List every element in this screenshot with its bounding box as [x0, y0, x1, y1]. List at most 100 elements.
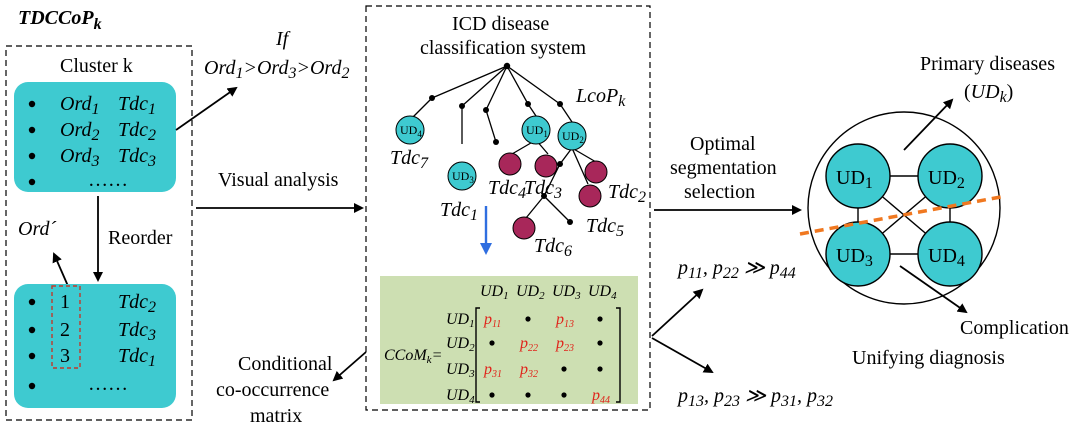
- reordered-num: 1: [60, 291, 70, 313]
- cluster-row-tdc: Tdc2: [118, 119, 156, 144]
- complication-label: Complication: [960, 317, 1069, 339]
- matrix-cell-dot: [597, 316, 603, 322]
- bullet: [28, 326, 36, 334]
- matrix-row-header: UD4: [446, 387, 475, 406]
- matrix-col-header: UD4: [588, 283, 617, 302]
- cluster-row-tdc: Tdc1: [118, 93, 156, 118]
- graph-node: [825, 143, 891, 209]
- matrix-cell-dot: [489, 392, 495, 398]
- icd-tree-joints: [429, 62, 573, 225]
- condition-arrow: [175, 86, 238, 131]
- matrix-cell-dot: [561, 392, 567, 398]
- reordered-num: 2: [60, 319, 70, 341]
- icd-tree-ud-nodes: UD4 UD1 UD2 UD3: [395, 115, 587, 191]
- tree-tdc-label: Tdc3: [524, 177, 562, 202]
- reordered-tdc: Tdc1: [118, 345, 156, 370]
- optimal-line3: selection: [684, 181, 755, 203]
- cluster-row-ord: Ord3: [60, 145, 99, 170]
- conditional-line1: Conditional: [238, 353, 333, 375]
- matrix-cell: p31: [483, 361, 502, 380]
- lcop-label: LcoPk: [575, 85, 626, 110]
- matrix-col-headers: UD1 UD2 UD3 UD4: [480, 283, 617, 302]
- matrix-cell: p44: [591, 387, 610, 406]
- reordered-ellipsis: ……: [88, 373, 128, 395]
- matrix-cell-dot: [525, 392, 531, 398]
- middle-dashed-frame: [365, 5, 651, 411]
- matrix-cell-dot: [561, 366, 567, 372]
- reordered-tdc: Tdc3: [118, 319, 156, 344]
- matrix-row-headers: UD1 UD2 UD3 UD4: [446, 311, 475, 406]
- graph-node-label: UD3: [836, 245, 873, 270]
- tree-node-ud: UD3: [452, 169, 474, 185]
- tree-node-ud: UD2: [562, 129, 584, 145]
- matrix-cell-dot: [597, 340, 603, 346]
- primary-line2: (UDk): [964, 81, 1013, 106]
- graph-node-label: UD1: [836, 167, 873, 192]
- reordered-rows: 1 2 3 Tdc2 Tdc3 Tdc1 ……: [28, 285, 156, 395]
- graph-node: [917, 221, 983, 287]
- bullet: [28, 382, 36, 390]
- graph-node: [825, 221, 891, 287]
- tree-tdc-label: Tdc4: [488, 177, 526, 202]
- cluster-row-ord: Ord1: [60, 93, 99, 118]
- bullet: [28, 152, 36, 160]
- icd-line1: ICD disease: [452, 13, 549, 35]
- primary-line1: Primary diseases: [920, 53, 1055, 75]
- matrix-col-header: UD3: [552, 283, 581, 302]
- tree-tdc-label: Tdc2: [608, 181, 646, 206]
- matrix-cell: p32: [519, 361, 538, 380]
- ord-prime-label: Ord´: [18, 218, 56, 240]
- conditional-line2: co-occurrence: [216, 379, 329, 401]
- optimal-line2: segmentation: [670, 157, 777, 179]
- icd-tree-edges: [409, 65, 597, 223]
- conditional-line3: matrix: [250, 405, 302, 427]
- matrix-col-header: UD1: [480, 283, 509, 302]
- optimal-line1: Optimal: [690, 133, 756, 155]
- segmentation-line: [799, 194, 1007, 236]
- reorder-label: Reorder: [108, 227, 173, 249]
- cluster-label: Cluster k: [60, 55, 133, 77]
- inequality-1: p11, p22 ≫ p44: [676, 257, 796, 282]
- graph-nodes: UD1 UD2 UD3 UD4: [825, 143, 983, 287]
- visual-analysis-label: Visual analysis: [218, 169, 339, 191]
- matrix-cell: p13: [555, 311, 574, 330]
- graph-node-label: UD2: [928, 167, 965, 192]
- matrix-out-arrow: [332, 351, 367, 382]
- icd-line2: classification system: [420, 37, 587, 59]
- unifying-label: Unifying diagnosis: [852, 347, 1005, 369]
- tree-tdc-label: Tdc5: [586, 215, 624, 240]
- matrix-bracket-right: [616, 307, 621, 403]
- tree-node-ud: UD4: [400, 123, 422, 139]
- ineq1-arrow: [651, 288, 704, 337]
- matrix-row-header: UD3: [446, 361, 475, 380]
- bullet: [28, 178, 36, 186]
- if-label: If: [275, 28, 291, 50]
- tree-tdc-label: Tdc7: [390, 147, 429, 172]
- cluster-ellipsis: ……: [88, 169, 128, 191]
- ord-prime-arrow: [52, 252, 69, 287]
- left-dashed-frame: [5, 45, 193, 421]
- bullet: [28, 298, 36, 306]
- cluster-row-ord: Ord2: [60, 119, 99, 144]
- order-highlight-box: [51, 285, 81, 369]
- tree-tdc-label: Tdc1: [440, 199, 478, 224]
- reordered-tdc: Tdc2: [118, 291, 156, 316]
- matrix-cell-dot: [597, 366, 603, 372]
- cluster-box: [14, 82, 176, 192]
- tree-node-ud: UD1: [526, 123, 548, 139]
- matrix-cell-dot: [489, 340, 495, 346]
- graph-node-label: UD4: [928, 245, 965, 270]
- primary-arrow: [903, 98, 954, 151]
- matrix-cell: p23: [555, 335, 574, 354]
- matrix-col-header: UD2: [516, 283, 545, 302]
- bullet: [28, 126, 36, 134]
- matrix-cell-dot: [525, 316, 531, 322]
- ineq2-arrow: [651, 337, 714, 373]
- matrix-row-header: UD2: [446, 335, 475, 354]
- condition-label: Ord1>Ord3>Ord2: [204, 57, 349, 82]
- inequality-2: p13, p23 ≫ p31, p32: [676, 385, 833, 410]
- cluster-row-tdc: Tdc3: [118, 145, 156, 170]
